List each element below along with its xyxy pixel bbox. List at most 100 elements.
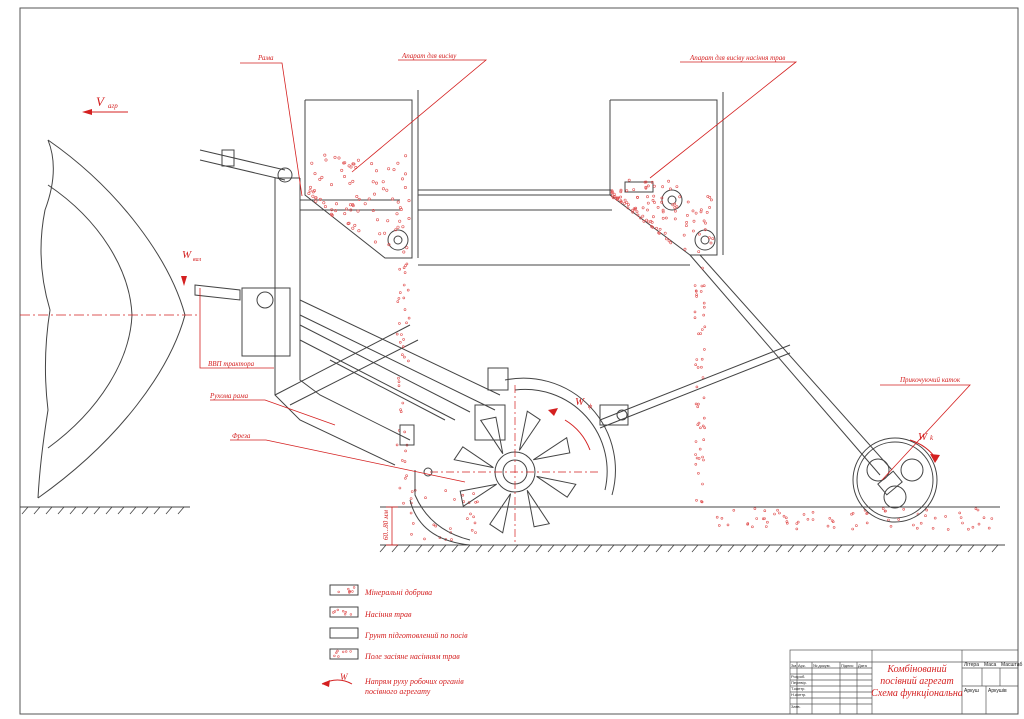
particle [696, 423, 700, 427]
particle [322, 201, 326, 205]
ground-hatch [81, 506, 89, 515]
ground-hatch [403, 544, 411, 553]
role-ncontrol: Н.контр. [791, 692, 806, 697]
col-scale: Масштаб [1001, 662, 1023, 668]
particle [763, 509, 767, 513]
particle [349, 165, 353, 169]
particle [703, 348, 706, 351]
ground-hatch [991, 544, 999, 553]
particle [782, 514, 786, 518]
ground-hatch [93, 506, 101, 515]
ground-hatch [631, 544, 639, 553]
particle [342, 650, 345, 654]
particle [625, 201, 629, 205]
particle [349, 613, 353, 616]
particle [644, 185, 648, 189]
particle [407, 316, 411, 320]
particle [675, 205, 679, 209]
particle [403, 172, 407, 176]
particle [372, 192, 376, 196]
particle [982, 516, 986, 520]
particle [311, 190, 315, 194]
mill-blade [518, 410, 541, 451]
col-mass: Маса [984, 662, 997, 668]
ground-hatch [643, 544, 651, 553]
particle [332, 611, 335, 614]
label-omega-roller-sub: k [930, 434, 934, 442]
particle [371, 180, 375, 184]
particle [619, 195, 623, 199]
particle [631, 210, 635, 214]
particle [392, 168, 396, 172]
particle [696, 405, 700, 409]
ground-hatch [177, 506, 185, 515]
particle [395, 332, 399, 336]
row-header-date: Дата [858, 663, 868, 668]
particle [399, 208, 403, 212]
mill-blade [479, 416, 504, 454]
legend-swatch-field [329, 648, 359, 660]
particle [828, 516, 832, 520]
particle [693, 284, 697, 287]
particle [343, 613, 347, 616]
particle [700, 500, 703, 503]
particle [394, 228, 398, 232]
legend: Мінеральні добрива Насіння трав Грунт пі… [321, 584, 468, 696]
particle [887, 518, 890, 522]
particle [470, 528, 474, 532]
particle [669, 187, 672, 191]
particle [697, 421, 701, 425]
ground [20, 506, 1005, 553]
particle [704, 221, 707, 225]
particle [395, 443, 399, 447]
particle [720, 516, 724, 520]
particle [693, 310, 697, 314]
particle [697, 457, 701, 460]
particle [699, 208, 703, 212]
particle [336, 608, 339, 612]
particle [335, 651, 338, 654]
particle [665, 237, 668, 241]
ground-hatch [859, 544, 867, 553]
particle [694, 363, 698, 367]
particle [958, 511, 962, 515]
particle [400, 333, 403, 336]
grass-seed-hopper [609, 92, 724, 256]
ground-hatch [835, 544, 843, 553]
particle [403, 460, 407, 463]
particle [652, 215, 655, 219]
particle [330, 208, 334, 212]
particle [623, 201, 627, 205]
particle [990, 517, 994, 520]
particle [374, 169, 378, 173]
particle [865, 521, 869, 525]
particle [611, 190, 614, 194]
particle [329, 183, 333, 187]
particle [403, 186, 407, 190]
particle [773, 512, 776, 516]
particle [753, 507, 757, 510]
particle [795, 522, 799, 525]
particle [402, 266, 406, 270]
particle [401, 353, 404, 357]
particle [334, 202, 338, 206]
ground-hatch [691, 544, 699, 553]
particle [474, 531, 477, 534]
particle [832, 526, 836, 529]
ground-hatch [955, 544, 963, 553]
particle [397, 297, 401, 300]
ground-hatch [391, 544, 399, 553]
ground-hatch [667, 544, 675, 553]
row-header-doc: № докум. [813, 663, 831, 668]
particle [697, 250, 701, 254]
particle [387, 243, 391, 247]
particle [469, 512, 472, 516]
ground-hatch [799, 544, 807, 553]
ground-hatch [583, 544, 591, 553]
particle [396, 161, 400, 165]
ground-hatch [787, 544, 795, 553]
main-frame [194, 149, 893, 476]
particle [703, 325, 707, 329]
ground-hatch [751, 544, 759, 553]
particle [685, 220, 689, 224]
